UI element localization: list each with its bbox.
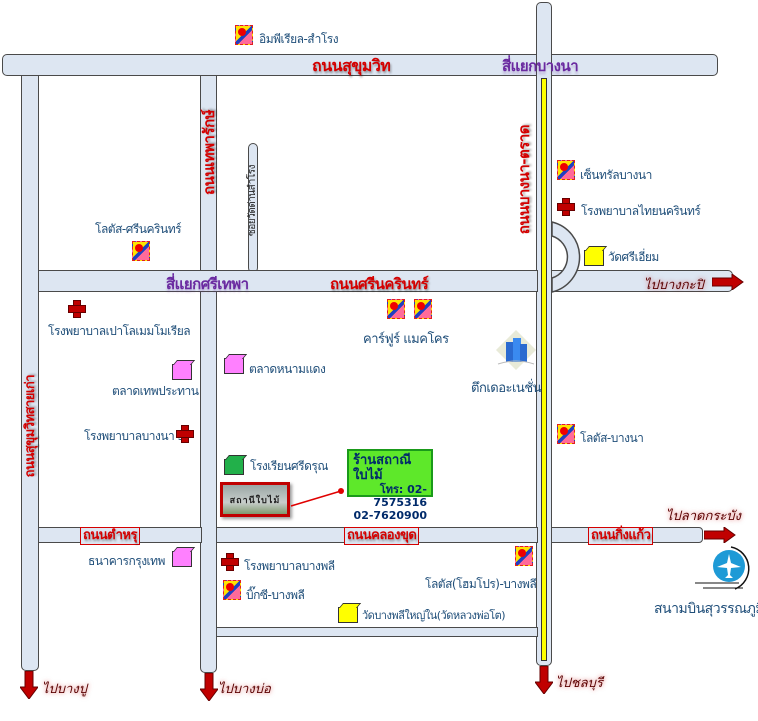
arrow-down-icon <box>535 666 553 694</box>
landmark-imperial-samrong[interactable]: อิมพีเรียล-สำโรง <box>259 32 339 46</box>
road-bangphli-lower <box>216 627 538 637</box>
landmark-bigc-bangphli[interactable]: บิ๊กซี-บางพลี <box>246 588 305 602</box>
temple-icon <box>584 250 604 266</box>
arrow-right-icon <box>704 527 736 543</box>
hospital-icon <box>557 198 575 216</box>
landmark-talat-thep-prathan[interactable]: ตลาดเทพประทาน <box>112 384 199 398</box>
road-label-sukhumvit-old: ถนนสุขุมวิทสายเก่า <box>23 375 38 478</box>
hospital-icon <box>176 425 194 443</box>
road-label-srinakarin: ถนนศรีนครินทร์ <box>330 275 429 293</box>
landmark-sri-darun-school[interactable]: โรงเรียนศรีดรุณ <box>250 459 328 473</box>
mall-icon <box>557 424 575 444</box>
mall-icon <box>223 580 241 600</box>
junction-label-srithepha: สี่แยกศรีเทพา <box>166 275 249 293</box>
mall-icon <box>235 25 253 45</box>
road-label-khlong-yut: ถนนคลองขุด <box>344 527 420 545</box>
landmark-talat-nam-daeng[interactable]: ตลาดหนามแดง <box>249 362 326 376</box>
shop-info-box[interactable]: ร้านสถาณีใบไม้ โทร: 02-7575316 02-762090… <box>347 449 433 522</box>
temple-icon <box>338 607 358 623</box>
school-icon <box>224 459 244 475</box>
market-icon <box>224 358 244 374</box>
landmark-lotus-homepro-bangphli[interactable]: โลตัส(โฮมโปร)-บางพลี <box>425 577 537 591</box>
direction-label-bang-bo: ไปบางบ่อ <box>218 682 271 697</box>
road-srinakarin <box>38 270 538 292</box>
road-label-soi-wat-dan-samrong: ซอยวัดด่านสำโรง <box>247 165 258 237</box>
junction-label-bangna: สี่แยกบางนา <box>502 57 579 75</box>
direction-label-lat-krabang: ไปลาดกระบัง <box>666 509 741 524</box>
airplane-icon <box>695 546 750 590</box>
landmark-wat-bangphli-yai-nai[interactable]: วัดบางพลีใหญ่ใน(วัดหลวงพ่อโต) <box>362 609 506 622</box>
landmark-paolo-hospital[interactable]: โรงพยาบาลเปาโลเมมโมเรียล <box>48 324 191 338</box>
road-bangna-trat-median <box>541 78 547 661</box>
landmark-suvarnabhumi-airport[interactable]: สนามบินสุวรรณภูมิ <box>654 601 758 617</box>
landmark-wat-si-iam[interactable]: วัดศรีเอี่ยม <box>608 250 659 264</box>
shop-photo[interactable]: สถานีใบไม้ <box>220 482 290 517</box>
arrow-right-icon <box>712 274 744 290</box>
road-label-thepharak: ถนนเทพารักษ์ <box>200 110 218 195</box>
direction-label-bangkapi: ไปบางกะปิ <box>644 278 704 293</box>
building-icon <box>496 330 536 370</box>
landmark-carrefour-makro[interactable]: คาร์ฟูร์ แมคโคร <box>363 332 449 347</box>
road-sukhumvit-old <box>21 75 39 671</box>
u-turn-ramp <box>551 221 581 293</box>
arrow-down-icon <box>200 673 218 701</box>
road-label-bangna-trat-text: ถนนบางนา-ตราด <box>515 125 533 235</box>
callout-line <box>290 488 344 507</box>
landmark-lotus-srinakarin[interactable]: โลตัส-ศรีนครินทร์ <box>95 222 182 236</box>
direction-label-bang-pu: ไปบางปู <box>42 682 87 697</box>
hospital-icon <box>221 553 239 571</box>
landmark-lotus-bangna[interactable]: โลตัส-บางนา <box>580 431 644 445</box>
market-icon <box>172 364 192 380</box>
direction-label-chonburi: ไปชลบุรี <box>556 676 603 691</box>
landmark-the-nation-building[interactable]: ตึกเดอะเนชั่น <box>471 381 542 396</box>
arrow-down-icon <box>20 671 38 699</box>
landmark-bangna5-hospital[interactable]: โรงพยาบาลบางนา 5 <box>84 429 185 443</box>
shop-photo-caption: สถานีใบไม้ <box>229 495 281 506</box>
bank-icon <box>172 551 192 567</box>
landmark-central-bangna[interactable]: เซ็นทรัลบางนา <box>580 168 652 182</box>
mall-icon <box>515 546 533 566</box>
mall-icon <box>557 160 575 180</box>
road-label-tamru: ถนนตำหรุ <box>80 527 140 545</box>
hospital-icon <box>68 300 86 318</box>
shop-name: ร้านสถาณีใบไม้ <box>353 453 412 483</box>
mall-icon <box>414 299 432 319</box>
landmark-bangkok-bank[interactable]: ธนาคารกรุงเทพ <box>88 554 165 568</box>
road-label-king-kaeo: ถนนกิ่งแก้ว <box>588 527 654 545</box>
mall-icon <box>132 241 150 261</box>
landmark-thai-nakarin-hospital[interactable]: โรงพยาบาลไทยนครินทร์ <box>581 204 701 218</box>
shop-phone-1: โทร: 02-7575316 <box>373 483 427 509</box>
landmark-bangphli-hospital[interactable]: โรงพยาบาลบางพลี <box>244 559 335 573</box>
shop-phone-2: 02-7620900 <box>353 509 427 522</box>
mall-icon <box>387 299 405 319</box>
road-label-sukhumvit: ถนนสุขุมวิท <box>312 56 391 75</box>
